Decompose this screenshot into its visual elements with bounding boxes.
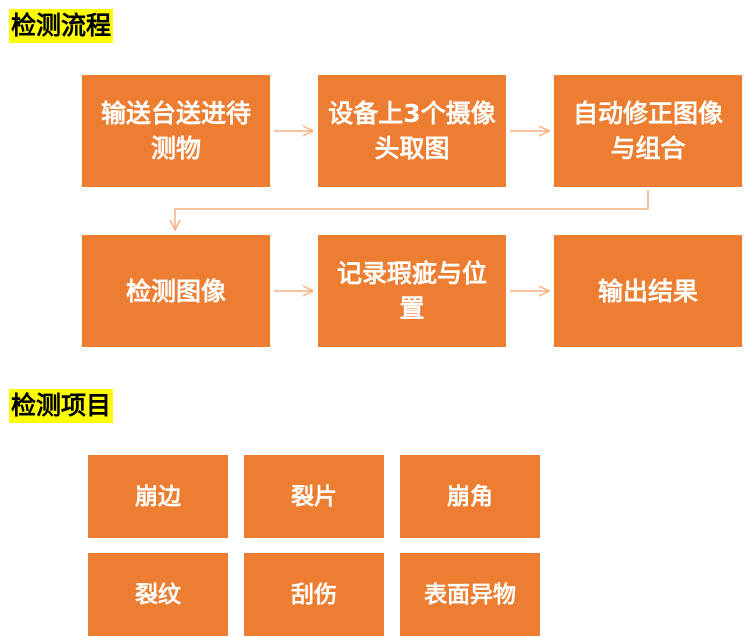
process-step-3: 自动修正图像与组合 <box>554 75 742 187</box>
inspection-item-6: 表面异物 <box>400 553 540 636</box>
process-step-1: 输送台送进待测物 <box>82 75 270 187</box>
inspection-item-4: 裂纹 <box>88 553 228 636</box>
items-heading: 检测项目 <box>9 389 114 423</box>
process-step-4: 检测图像 <box>82 235 270 347</box>
process-step-5: 记录瑕疵与位置 <box>318 235 506 347</box>
inspection-item-1: 崩边 <box>88 455 228 538</box>
process-heading: 检测流程 <box>9 9 114 43</box>
inspection-item-3: 崩角 <box>400 455 540 538</box>
inspection-item-2: 裂片 <box>244 455 384 538</box>
inspection-item-5: 刮伤 <box>244 553 384 636</box>
arrow-step3-to-step4 <box>175 190 649 230</box>
process-step-6: 输出结果 <box>554 235 742 347</box>
process-step-2: 设备上3个摄像头取图 <box>318 75 506 187</box>
